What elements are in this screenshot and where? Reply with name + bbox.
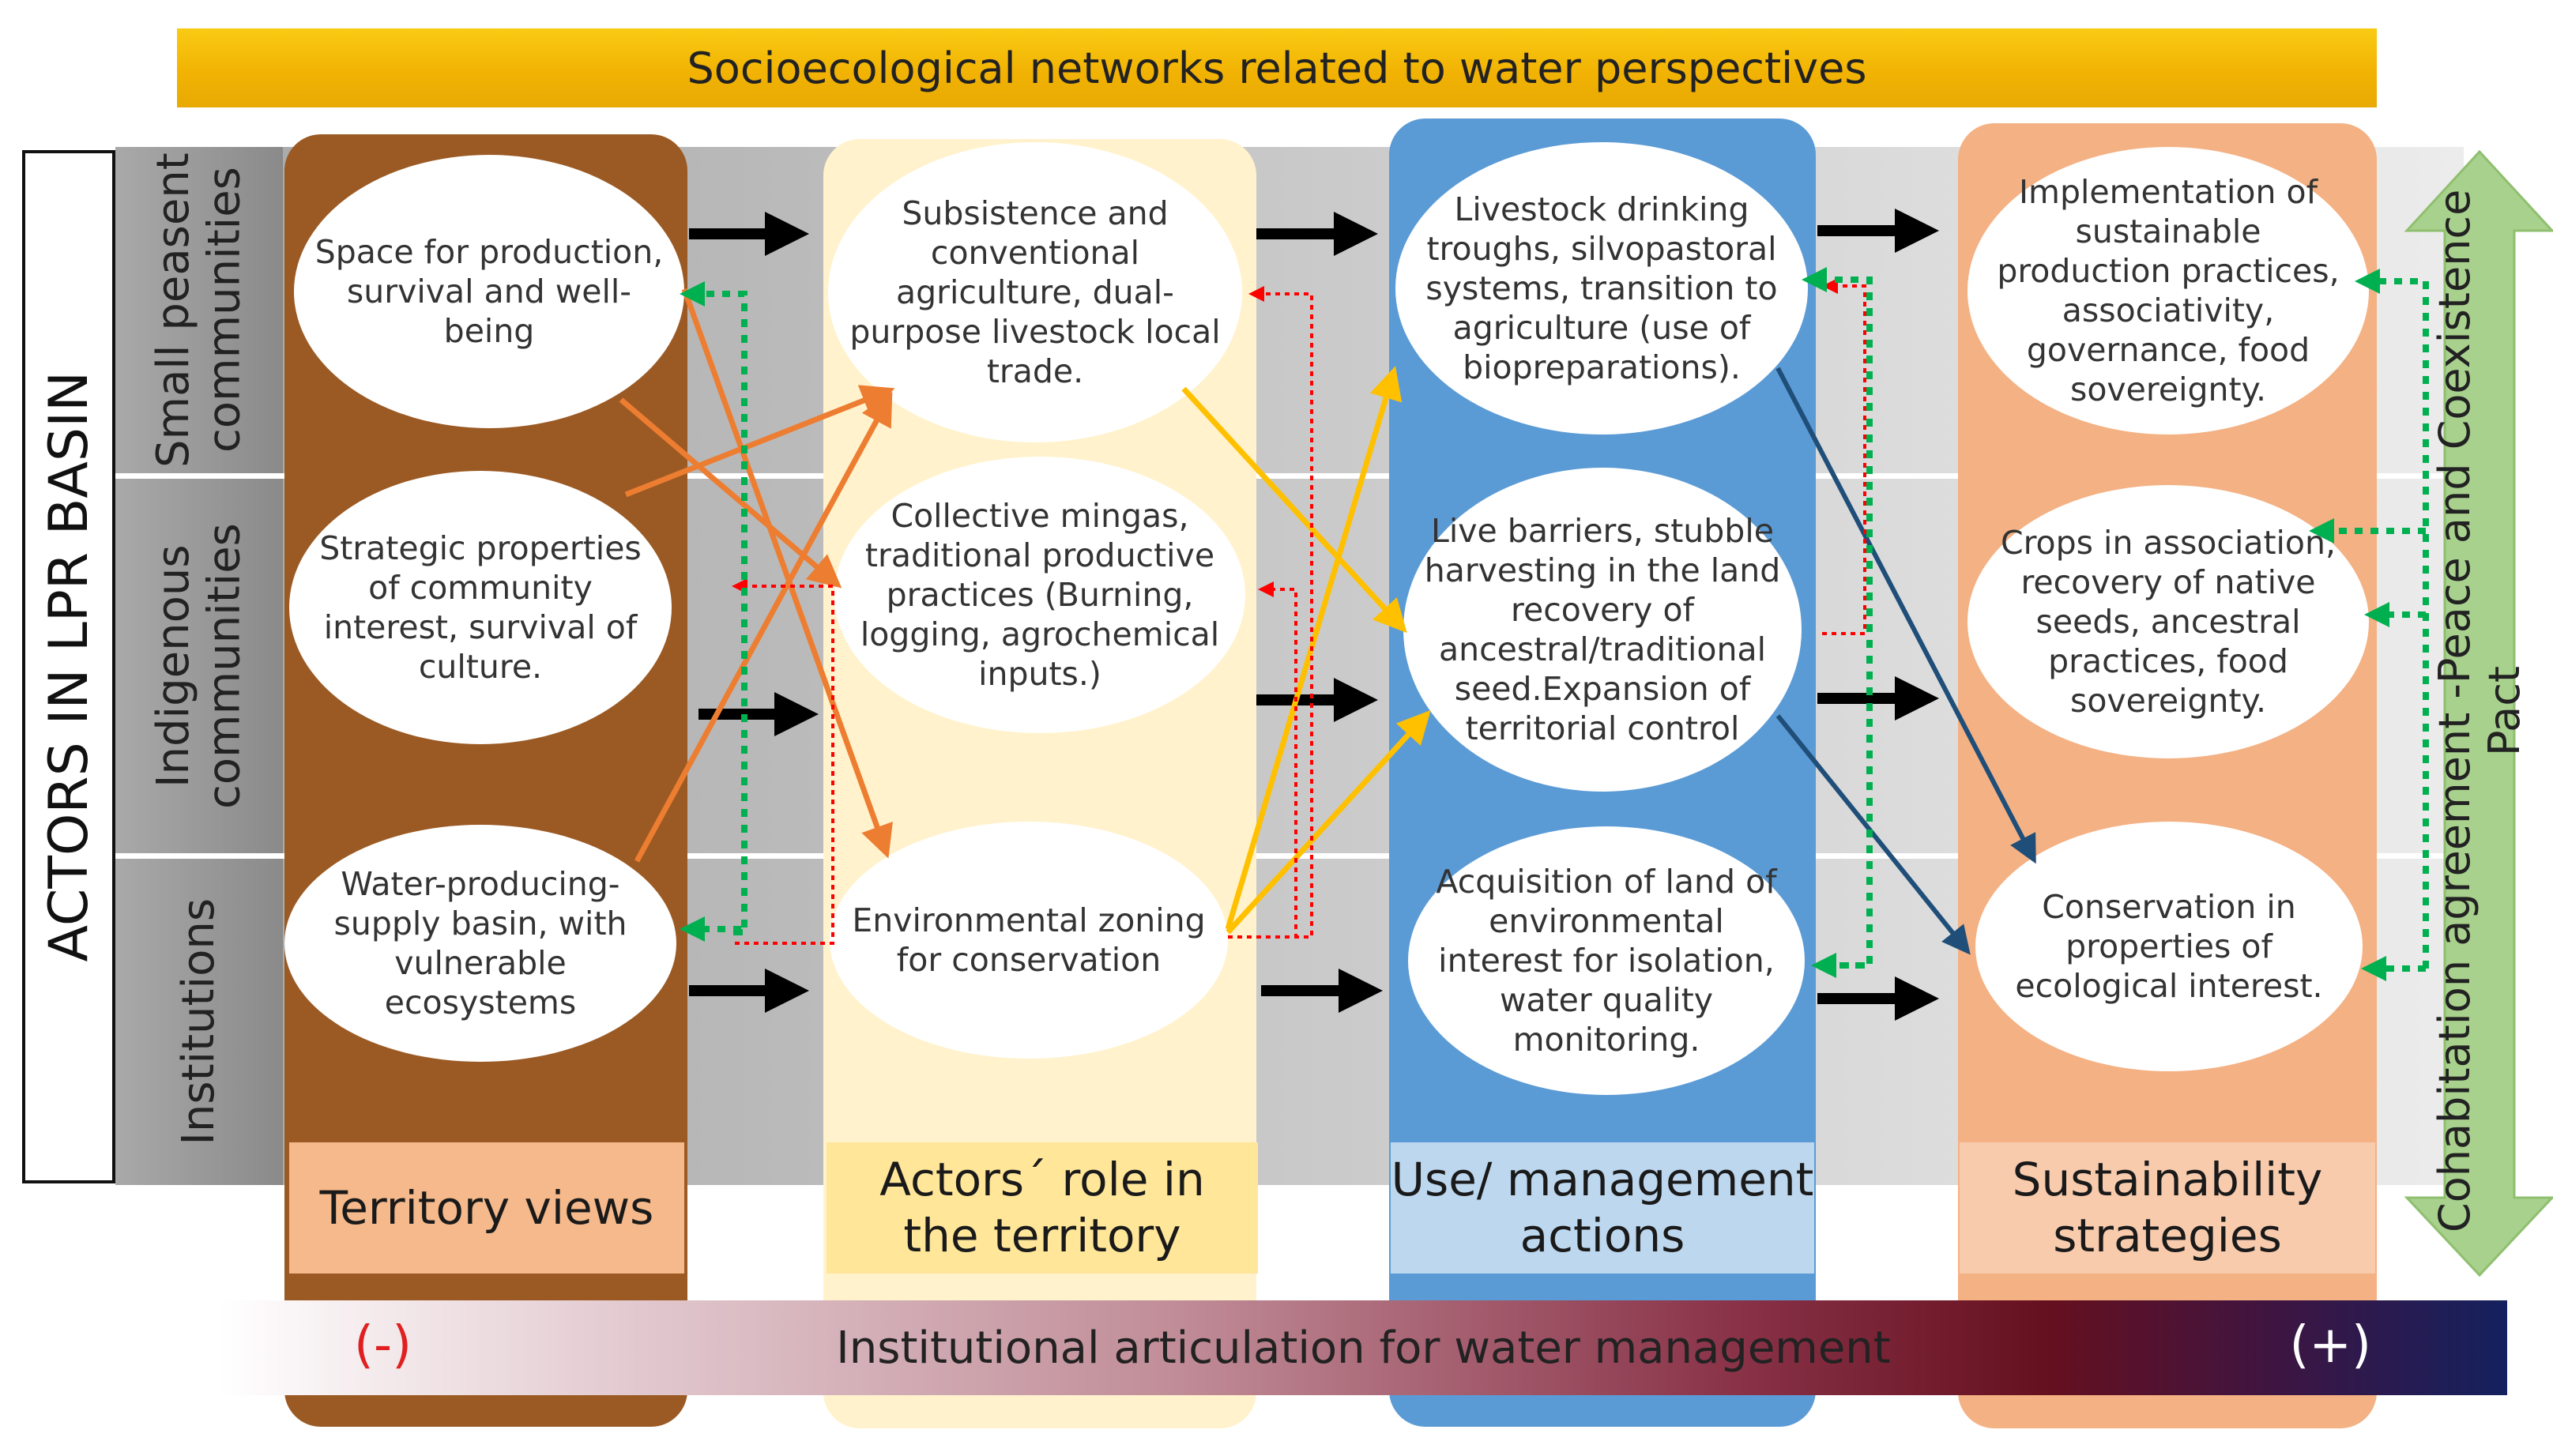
cohabitation-double-arrow: [2404, 149, 2553, 1277]
yellow-link: [1181, 386, 1407, 634]
node-water-producing-basin: Water-producing-supply basin, with vulne…: [284, 825, 676, 1062]
orange-links: [619, 288, 895, 863]
red-dotted-link: [1228, 581, 1297, 939]
green-dotted-links: [680, 267, 2429, 981]
node-environmental-zoning: Environmental zoning for conservation: [830, 822, 1228, 1059]
node-conservation-ecological: Conservation in properties of ecological…: [1975, 822, 2363, 1071]
row-label-small-peasent: Small peasent communities: [115, 147, 283, 473]
green-dotted-link: [680, 281, 747, 935]
institutional-articulation-bar: (-) Institutional articulation for water…: [220, 1300, 2507, 1395]
node-live-barriers: Live barriers, stubble harvesting in the…: [1403, 468, 1802, 792]
green-dotted-link: [2355, 269, 2429, 969]
navy-link: [1775, 367, 2036, 864]
node-subsistence-agriculture: Subsistence and conventional agriculture…: [828, 142, 1242, 442]
flow-arrows: [689, 209, 1939, 1021]
column-header-actors-role: Actors´ role in the territory: [827, 1142, 1258, 1274]
green-dotted-link: [1802, 267, 1873, 969]
actors-label: ACTORS IN LPR BASIN: [22, 150, 115, 1183]
node-sustainable-production: Implementation of sustainable production…: [1967, 147, 2369, 435]
yellow-link: [1226, 709, 1431, 935]
node-collective-mingas: Collective mingas, traditional productiv…: [834, 457, 1245, 733]
red-dotted-links: [732, 278, 1866, 945]
column-header-territory-views: Territory views: [289, 1142, 684, 1274]
row-label-institutions: Institutions: [115, 859, 283, 1185]
column-header-sustainability: Sustainability strategies: [1960, 1142, 2375, 1274]
orange-link: [624, 385, 895, 498]
orange-link: [634, 391, 893, 863]
institutional-articulation-label: Institutional articulation for water man…: [836, 1322, 1891, 1374]
column-header-use-management: Use/ management actions: [1391, 1142, 1814, 1274]
orange-link: [681, 288, 893, 859]
yellow-links: [1181, 366, 1431, 935]
row-label-indigenous: Indigenous communities: [115, 479, 283, 853]
node-acquisition-of-land: Acquisition of land of environmental int…: [1408, 826, 1805, 1095]
navy-links: [1775, 367, 2036, 955]
node-crops-in-association: Crops in association, recovery of native…: [1967, 485, 2369, 758]
cohabitation-label: Cohabitation agreement -Peace and Coexis…: [2430, 189, 2529, 1233]
red-dotted-link: [1228, 286, 1313, 939]
node-livestock-troughs: Livestock drinking troughs, silvopastora…: [1395, 142, 1808, 435]
red-dotted-link: [1822, 278, 1866, 635]
plus-label: (+): [2289, 1316, 2371, 1375]
red-dotted-link: [732, 578, 834, 945]
green-dotted-link: [680, 916, 747, 942]
node-space-for-production: Space for production, survival and well-…: [294, 155, 684, 428]
banner-title: Socioecological networks related to wate…: [177, 28, 2377, 107]
node-strategic-properties: Strategic properties of community intere…: [289, 471, 672, 744]
minus-label: (-): [354, 1316, 412, 1375]
